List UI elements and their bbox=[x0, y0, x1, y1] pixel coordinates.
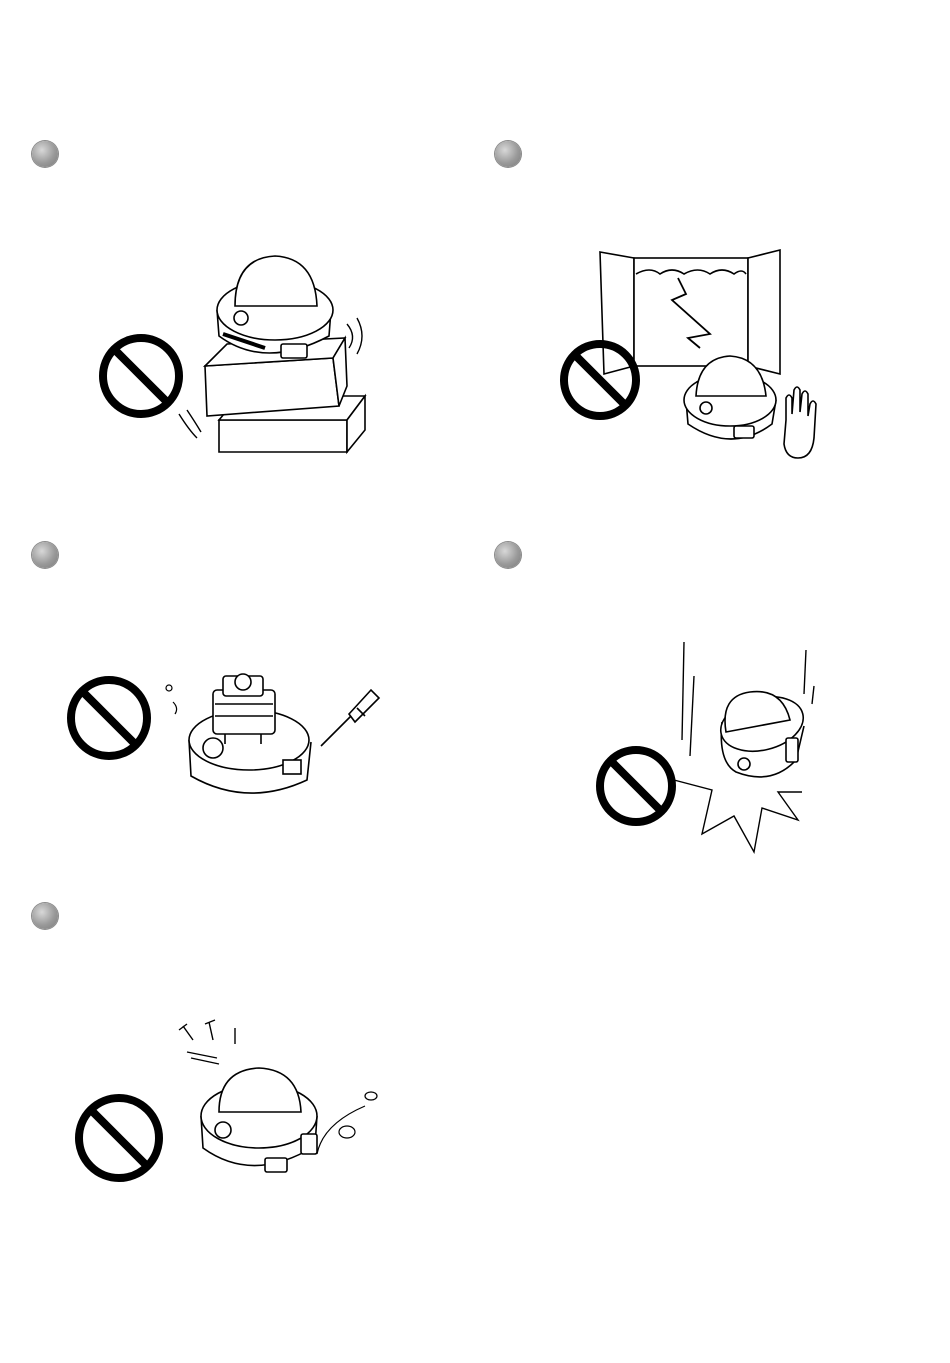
foreign-objects-drawing bbox=[65, 1016, 395, 1196]
bullet-lightning-storm bbox=[495, 141, 521, 167]
dropping-drawing bbox=[590, 640, 840, 860]
illustration-dropping bbox=[590, 640, 840, 860]
lightning-storm-drawing bbox=[560, 248, 820, 468]
prohibition-icon bbox=[103, 338, 179, 414]
prohibition-icon bbox=[564, 344, 636, 416]
illustration-foreign-objects bbox=[65, 1016, 395, 1196]
dome-camera bbox=[201, 1068, 317, 1172]
disassembly-drawing bbox=[65, 652, 395, 812]
loose-screw bbox=[166, 685, 177, 714]
open-camera-base bbox=[189, 674, 311, 793]
illustration-lightning-storm bbox=[560, 248, 820, 468]
prohibition-icon bbox=[71, 680, 147, 756]
prohibition-icon bbox=[79, 1098, 159, 1178]
illustration-unstable-surface bbox=[95, 240, 375, 460]
bullet-dropping bbox=[495, 542, 521, 568]
hand-icon bbox=[784, 387, 816, 458]
falling-pins bbox=[179, 1020, 235, 1064]
bullet-foreign-objects bbox=[32, 903, 58, 929]
prohibition-icon bbox=[600, 750, 672, 822]
paperclip-icon bbox=[317, 1092, 377, 1154]
dome-camera bbox=[715, 689, 809, 777]
impact-burst bbox=[674, 780, 802, 852]
bullet-unstable-surface bbox=[32, 141, 58, 167]
dome-camera bbox=[217, 256, 333, 358]
unstable-surface-drawing bbox=[95, 240, 375, 460]
illustration-disassembly bbox=[65, 652, 395, 812]
bullet-disassembly bbox=[32, 542, 58, 568]
screwdriver-icon bbox=[321, 690, 379, 746]
